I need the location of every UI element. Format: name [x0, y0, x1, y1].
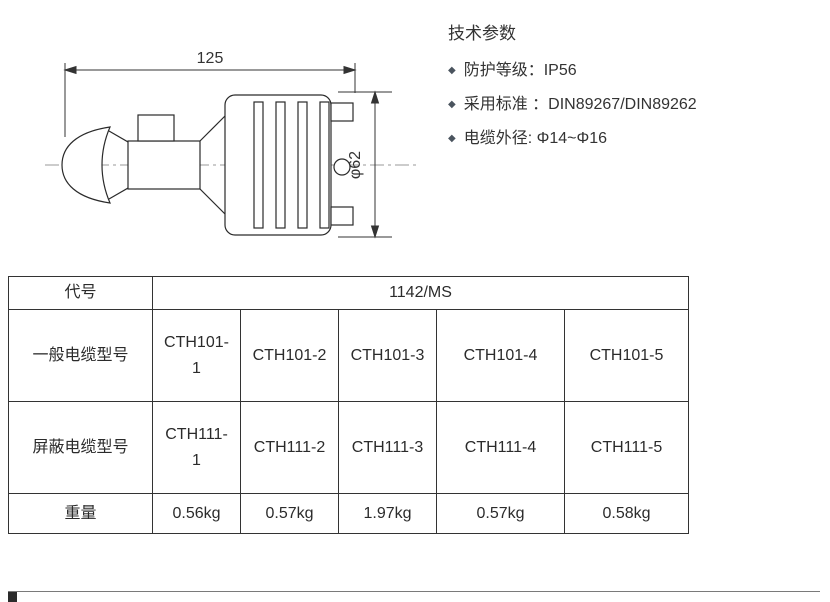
- contact-pin-round: [333, 158, 351, 176]
- spec-item-text: 防护等级：IP56: [463, 62, 577, 79]
- row-label-cell: 一般电缆型号: [8, 309, 153, 402]
- spec-item-text: 采用标准 ：DIN89267/DIN89262: [463, 96, 697, 113]
- model-cell: CTH111-1: [152, 401, 241, 494]
- connector-outline: [61, 94, 354, 236]
- weight-cell: 0.57kg: [240, 493, 339, 534]
- model-cell: CTH101-2: [240, 309, 339, 402]
- model-cell: CTH111-3: [338, 401, 437, 494]
- model-spec-table: 代号 1142/MS 一般电缆型号 CTH101-1 CTH101-2 CTH1…: [8, 276, 689, 534]
- model-cell: CTH101-1: [152, 309, 241, 402]
- contact-pin-bottom: [330, 206, 354, 226]
- model-cell: CTH101-4: [436, 309, 565, 402]
- row-label-cell: 屏蔽电缆型号: [8, 401, 153, 494]
- code-label-cell: 代号: [8, 276, 153, 310]
- spec-item-cable-od: ◆ 电缆外径: Φ14~Φ16: [448, 122, 818, 156]
- specs-title: 技术参数: [448, 24, 516, 43]
- connector-technical-drawing: 125 φ62: [45, 50, 416, 239]
- cutoff-table-top-border: [8, 591, 820, 592]
- diamond-bullet-icon: ◆: [448, 65, 456, 76]
- model-cell: CTH111-5: [564, 401, 689, 494]
- model-cell: CTH101-3: [338, 309, 437, 402]
- spec-item-text: 电缆外径: Φ14~Φ16: [463, 130, 608, 147]
- length-dimension: 125: [63, 50, 357, 137]
- weight-cell: 0.58kg: [564, 493, 689, 534]
- model-cell: CTH111-2: [240, 401, 339, 494]
- row-label-cell: 重量: [8, 493, 153, 534]
- pin-slot: [275, 101, 286, 229]
- technical-parameters: 技术参数 ◆ 防护等级：IP56 ◆ 采用标准 ：DIN89267/DIN89262…: [448, 22, 818, 156]
- table-row: 一般电缆型号 CTH101-1 CTH101-2 CTH101-3 CTH101…: [8, 309, 689, 402]
- weight-cell: 0.56kg: [152, 493, 241, 534]
- spec-item-protection: ◆ 防护等级：IP56: [448, 54, 818, 88]
- diamond-bullet-icon: ◆: [448, 133, 456, 144]
- table-row: 代号 1142/MS: [8, 276, 689, 310]
- diameter-dim-label: φ62: [347, 151, 364, 179]
- cable-boot: [61, 126, 111, 204]
- diamond-bullet-icon: ◆: [448, 99, 456, 110]
- table-row: 重量 0.56kg 0.57kg 1.97kg 0.57kg 0.58kg: [8, 493, 689, 534]
- spec-item-standard: ◆ 采用标准 ：DIN89267/DIN89262: [448, 88, 818, 122]
- diameter-dimension: φ62: [338, 90, 392, 239]
- cutoff-table-corner: [8, 592, 17, 602]
- cable-gland: [127, 140, 201, 190]
- pin-slot: [297, 101, 308, 229]
- code-value-cell: 1142/MS: [152, 276, 689, 310]
- table-row: 屏蔽电缆型号 CTH111-1 CTH111-2 CTH111-3 CTH111…: [8, 401, 689, 494]
- weight-cell: 1.97kg: [338, 493, 437, 534]
- model-cell: CTH111-4: [436, 401, 565, 494]
- length-dim-label: 125: [197, 50, 224, 67]
- weight-cell: 0.57kg: [436, 493, 565, 534]
- pin-slot: [253, 101, 264, 229]
- pin-slot: [319, 101, 330, 229]
- contact-pin-top: [330, 102, 354, 122]
- clamp-block: [137, 114, 175, 142]
- model-cell: CTH101-5: [564, 309, 689, 402]
